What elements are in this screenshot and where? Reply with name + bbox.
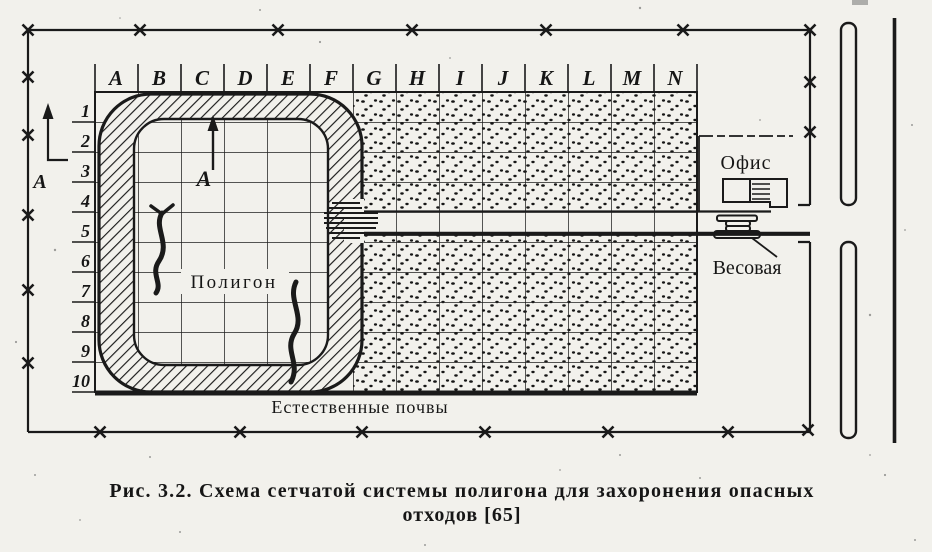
grid-column-label: G xyxy=(366,66,381,90)
grid-row-label: 10 xyxy=(72,371,90,391)
grid-column-label: I xyxy=(455,66,465,90)
squiggle-fork xyxy=(149,203,175,216)
median-strip-upper xyxy=(839,21,858,207)
row-label-ticks xyxy=(72,121,95,393)
grid-column-label: M xyxy=(622,66,643,90)
squiggle-marks xyxy=(149,203,301,385)
grid-row-label: 3 xyxy=(80,161,90,181)
section-mark-label: А xyxy=(195,166,212,191)
right-roadway xyxy=(839,18,897,443)
section-arrow-inner: А xyxy=(195,115,219,191)
weigh-station-label: Весовая xyxy=(713,257,782,279)
grid-row-labels: 1 2 3 4 5 6 7 8 9 10 xyxy=(72,101,91,391)
office-area: Офис xyxy=(698,135,793,211)
figure-caption-line2: отходов [65] xyxy=(403,504,522,526)
grid-row-label: 9 xyxy=(81,341,90,361)
section-arrow-left: А xyxy=(31,103,68,193)
arrowhead xyxy=(207,115,219,131)
grid-column-label: K xyxy=(538,66,555,90)
polygon-label-group: Полигон xyxy=(181,269,289,294)
grid-column-labels: A B C D E F G H I J K L M N xyxy=(107,66,683,90)
section-mark-label: А xyxy=(31,171,46,193)
figure-caption-line1: Рис. 3.2. Схема сетчатой системы полигон… xyxy=(109,480,814,502)
grid-column-label: L xyxy=(582,66,596,90)
squiggle-mark xyxy=(153,210,166,296)
weighbridge-pointer-line xyxy=(751,237,778,258)
squiggle-mark xyxy=(288,279,301,385)
grid-column-label: B xyxy=(151,66,166,90)
grid-row-label: 2 xyxy=(80,131,90,151)
label-backing xyxy=(181,269,289,294)
natural-soils-label: Естественные почвы xyxy=(271,397,448,417)
grid-row-label: 8 xyxy=(81,311,90,331)
weighbridge-icon xyxy=(713,214,761,239)
grid-row-label: 5 xyxy=(81,221,90,241)
scan-noise xyxy=(14,0,916,546)
grid-column-label: A xyxy=(107,66,123,90)
column-label-ticks xyxy=(94,64,698,92)
polygon-label: Полигон xyxy=(190,272,277,293)
weigh-station: Весовая xyxy=(713,214,782,279)
grid-column-label: H xyxy=(408,66,426,90)
grid-row-label: 1 xyxy=(81,101,90,121)
access-road xyxy=(364,210,810,236)
grid-column-label: N xyxy=(666,66,683,90)
landfill-polygon-border xyxy=(97,92,364,394)
entrance-funnel xyxy=(324,199,378,243)
office-label: Офис xyxy=(721,152,772,174)
grid-column-label: C xyxy=(195,66,210,90)
grid-column-label: F xyxy=(323,66,338,90)
grid-column-label: D xyxy=(236,66,252,90)
grid-row-label: 6 xyxy=(81,251,90,271)
grid-column-label: E xyxy=(280,66,295,90)
grid-row-label: 7 xyxy=(81,281,91,301)
office-building-icon xyxy=(722,178,788,208)
arrowhead xyxy=(42,103,54,119)
grid-column-label: J xyxy=(497,66,510,90)
figure-caption: Рис. 3.2. Схема сетчатой системы полигон… xyxy=(109,480,814,526)
grid-row-label: 4 xyxy=(80,191,90,211)
median-strip-lower xyxy=(839,240,858,440)
perimeter-fence xyxy=(21,23,817,439)
